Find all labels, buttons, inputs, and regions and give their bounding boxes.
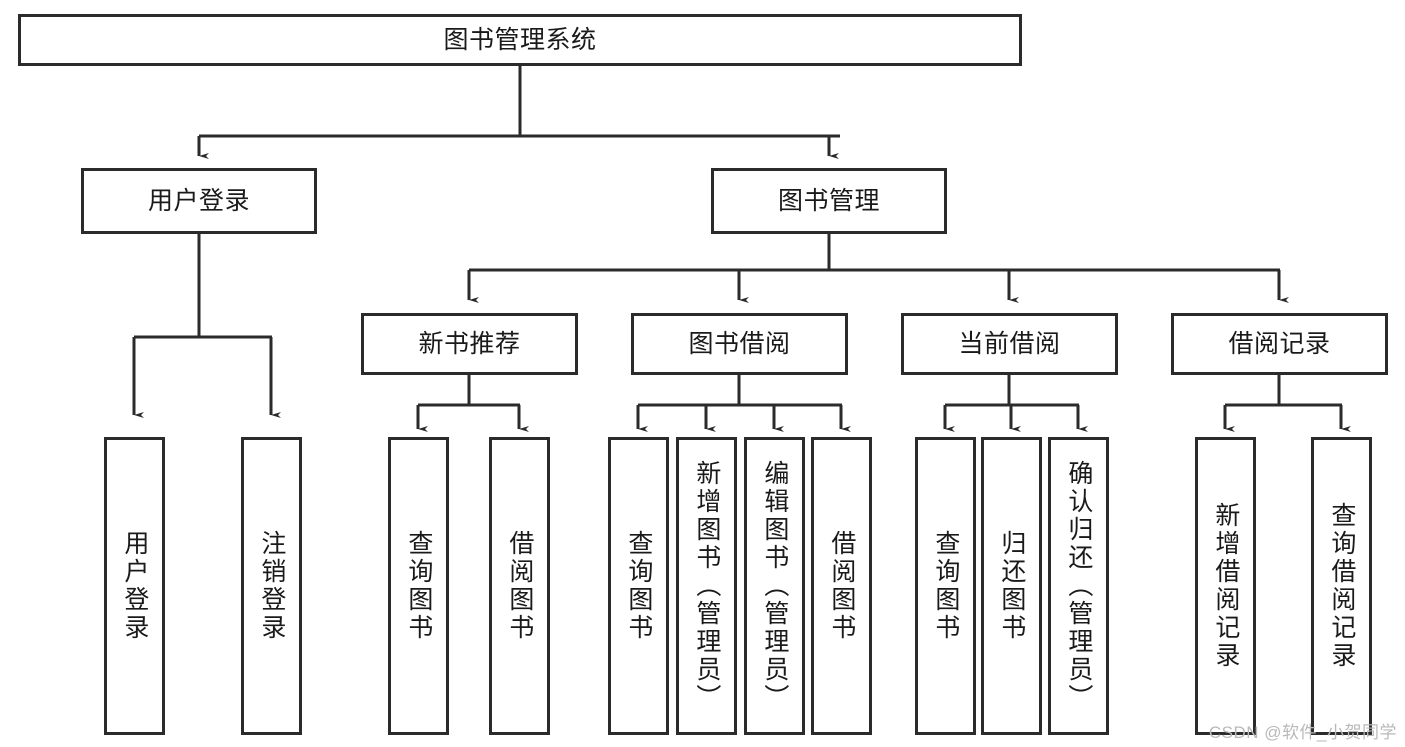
node-label: 用户登录 (147, 187, 250, 215)
node-root-system[interactable]: 图书管理系统 (18, 14, 1022, 66)
node-leaf-user-login[interactable]: 用户登录 (104, 437, 165, 735)
node-current-borrow[interactable]: 当前借阅 (901, 313, 1118, 375)
node-label: 新增图书（管理员） (692, 460, 721, 712)
node-leaf-bb-add-book-admin[interactable]: 新增图书（管理员） (676, 437, 737, 735)
node-label: 图书管理系统 (443, 26, 597, 54)
node-label: 确认归还（管理员） (1064, 460, 1093, 712)
node-leaf-logout[interactable]: 注销登录 (241, 437, 302, 735)
node-label: 借阅图书 (827, 530, 856, 642)
node-label: 查询图书 (624, 530, 653, 642)
node-label: 查询图书 (931, 530, 960, 642)
node-leaf-br-query-record[interactable]: 查询借阅记录 (1311, 437, 1372, 735)
node-label: 编辑图书（管理员） (760, 460, 789, 712)
node-label: 用户登录 (120, 530, 149, 642)
node-leaf-bb-query-book[interactable]: 查询图书 (608, 437, 669, 735)
node-new-book-recommend[interactable]: 新书推荐 (361, 313, 578, 375)
node-leaf-cb-query-book[interactable]: 查询图书 (915, 437, 976, 735)
node-user-login[interactable]: 用户登录 (81, 168, 317, 234)
node-label: 新书推荐 (418, 330, 521, 358)
node-leaf-bb-edit-book-admin[interactable]: 编辑图书（管理员） (744, 437, 805, 735)
node-label: 查询借阅记录 (1327, 502, 1356, 670)
node-borrow-record[interactable]: 借阅记录 (1171, 313, 1388, 375)
node-leaf-cb-return-book[interactable]: 归还图书 (981, 437, 1042, 735)
node-label: 新增借阅记录 (1211, 502, 1240, 670)
node-label: 当前借阅 (958, 330, 1061, 358)
node-leaf-bb-borrow-book[interactable]: 借阅图书 (811, 437, 872, 735)
node-leaf-nbr-query-book[interactable]: 查询图书 (388, 437, 449, 735)
node-book-borrow[interactable]: 图书借阅 (631, 313, 848, 375)
node-leaf-nbr-borrow-book[interactable]: 借阅图书 (489, 437, 550, 735)
node-leaf-br-add-record[interactable]: 新增借阅记录 (1195, 437, 1256, 735)
node-label: 查询图书 (404, 530, 433, 642)
node-label: 借阅记录 (1228, 330, 1331, 358)
node-label: 注销登录 (257, 530, 286, 642)
node-book-management[interactable]: 图书管理 (711, 168, 947, 234)
node-label: 归还图书 (997, 530, 1026, 642)
node-leaf-cb-confirm-return-admin[interactable]: 确认归还（管理员） (1048, 437, 1109, 735)
node-label: 借阅图书 (505, 530, 534, 642)
node-label: 图书借阅 (688, 330, 791, 358)
node-label: 图书管理 (777, 187, 880, 215)
